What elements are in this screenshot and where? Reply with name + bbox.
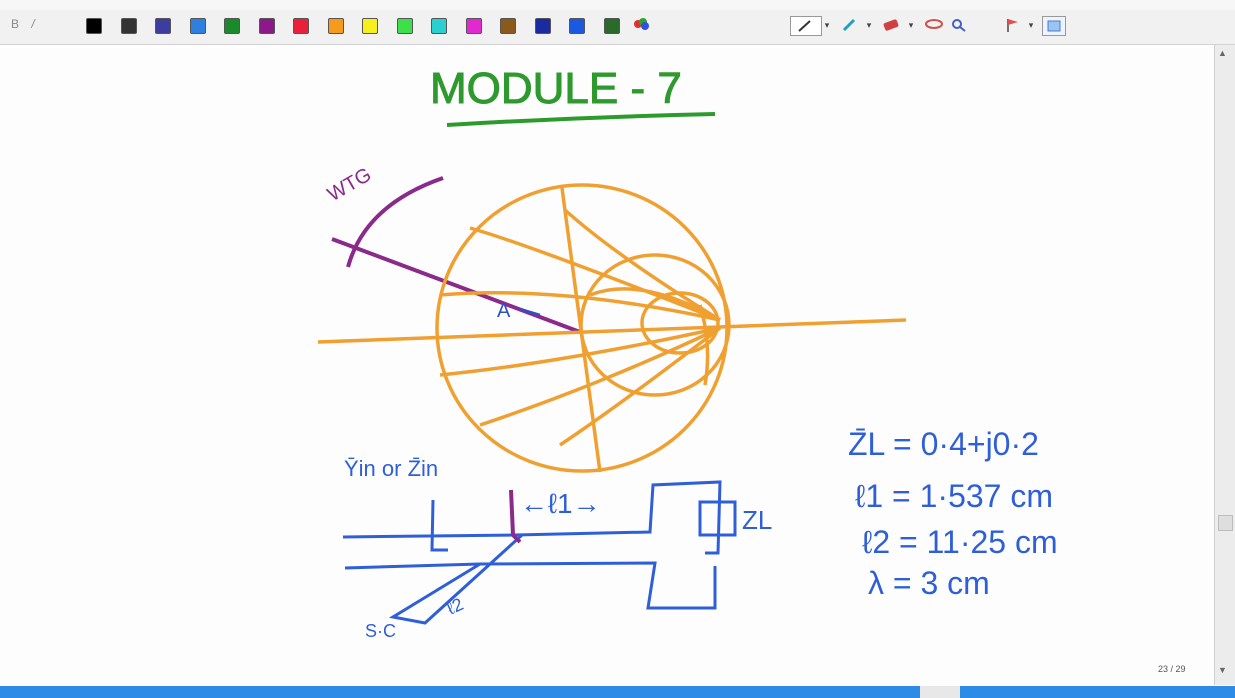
color-swatch[interactable] xyxy=(465,18,482,34)
insert-space-icon[interactable] xyxy=(1042,16,1066,36)
flag-icon[interactable] xyxy=(1002,16,1024,34)
color-swatch[interactable] xyxy=(155,18,171,34)
title-underline xyxy=(446,112,716,127)
color-swatch[interactable] xyxy=(500,18,516,34)
sc-label: S·C xyxy=(365,621,396,641)
scroll-up-icon[interactable]: ▲ xyxy=(1218,48,1227,58)
l2-stub-label: ℓ2 xyxy=(444,594,467,619)
smith-chart xyxy=(317,183,907,473)
eraser-icon[interactable] xyxy=(880,16,904,34)
bold-tool-icon[interactable]: B xyxy=(10,17,19,31)
color-swatch[interactable] xyxy=(569,18,585,34)
pen-tools: ▾ ▾ ▾ ▾ xyxy=(790,14,1090,36)
highlighter-dropdown-icon[interactable]: ▾ xyxy=(866,19,872,30)
color-swatch[interactable] xyxy=(224,18,240,34)
wtg-radial-line xyxy=(331,237,581,334)
color-swatch[interactable] xyxy=(534,18,551,34)
wtg-label: WTG xyxy=(324,164,375,206)
color-swatch[interactable] xyxy=(120,18,137,34)
l1-value: ℓ1 = 1·537 cm xyxy=(855,478,1053,514)
point-a-arrow xyxy=(519,307,541,317)
l2-value: ℓ2 = 11·25 cm xyxy=(862,524,1058,560)
whiteboard-canvas[interactable]: MODULE - 7 WTG A xyxy=(0,45,1212,685)
color-swatch[interactable] xyxy=(189,18,206,34)
eraser-dropdown-icon[interactable]: ▾ xyxy=(908,19,914,30)
color-swatch[interactable] xyxy=(603,18,620,34)
color-swatch[interactable] xyxy=(327,18,344,34)
highlighter-icon[interactable] xyxy=(840,16,862,34)
lambda-value: λ = 3 cm xyxy=(868,565,990,601)
italic-tool-icon[interactable]: / xyxy=(31,17,35,31)
vertical-scrollbar[interactable] xyxy=(1214,45,1235,685)
load-impedance: Z̄L = 0·4+j0·2 xyxy=(848,426,1039,462)
l1-marker: ←ℓ1→ xyxy=(520,488,601,519)
flag-dropdown-icon[interactable]: ▾ xyxy=(1028,19,1034,30)
module-title: MODULE - 7 xyxy=(430,64,682,113)
lasso-icon[interactable] xyxy=(922,16,946,34)
point-a-label: A xyxy=(497,300,511,322)
color-swatch[interactable] xyxy=(86,18,102,34)
color-swatch[interactable] xyxy=(258,18,275,34)
scroll-down-icon[interactable]: ▼ xyxy=(1218,665,1227,675)
taskbar-button[interactable] xyxy=(920,686,960,698)
pen-dropdown-icon[interactable]: ▾ xyxy=(824,19,830,30)
color-swatch[interactable] xyxy=(293,18,309,34)
stub-position-marker xyxy=(509,489,522,544)
toolbar: B / ▾ ▾ ▾ ▾ xyxy=(0,0,1235,45)
scroll-thumb[interactable] xyxy=(1218,515,1233,531)
color-swatch[interactable] xyxy=(396,18,413,34)
yin-label: Ȳin or Z̄in xyxy=(344,456,438,481)
pen-icon[interactable] xyxy=(790,16,822,36)
page-counter: 23 / 29 xyxy=(1158,664,1186,674)
taskbar xyxy=(0,686,1235,698)
color-picker-icon[interactable] xyxy=(632,16,652,32)
color-swatch[interactable] xyxy=(431,18,447,34)
zoom-icon[interactable] xyxy=(948,16,970,34)
color-swatch[interactable] xyxy=(362,18,378,34)
zl-label: ZL xyxy=(742,505,772,535)
menu-strip xyxy=(0,0,1235,10)
wtg-arc xyxy=(346,176,444,268)
handwritten-notes: MODULE - 7 WTG A xyxy=(317,64,1058,641)
